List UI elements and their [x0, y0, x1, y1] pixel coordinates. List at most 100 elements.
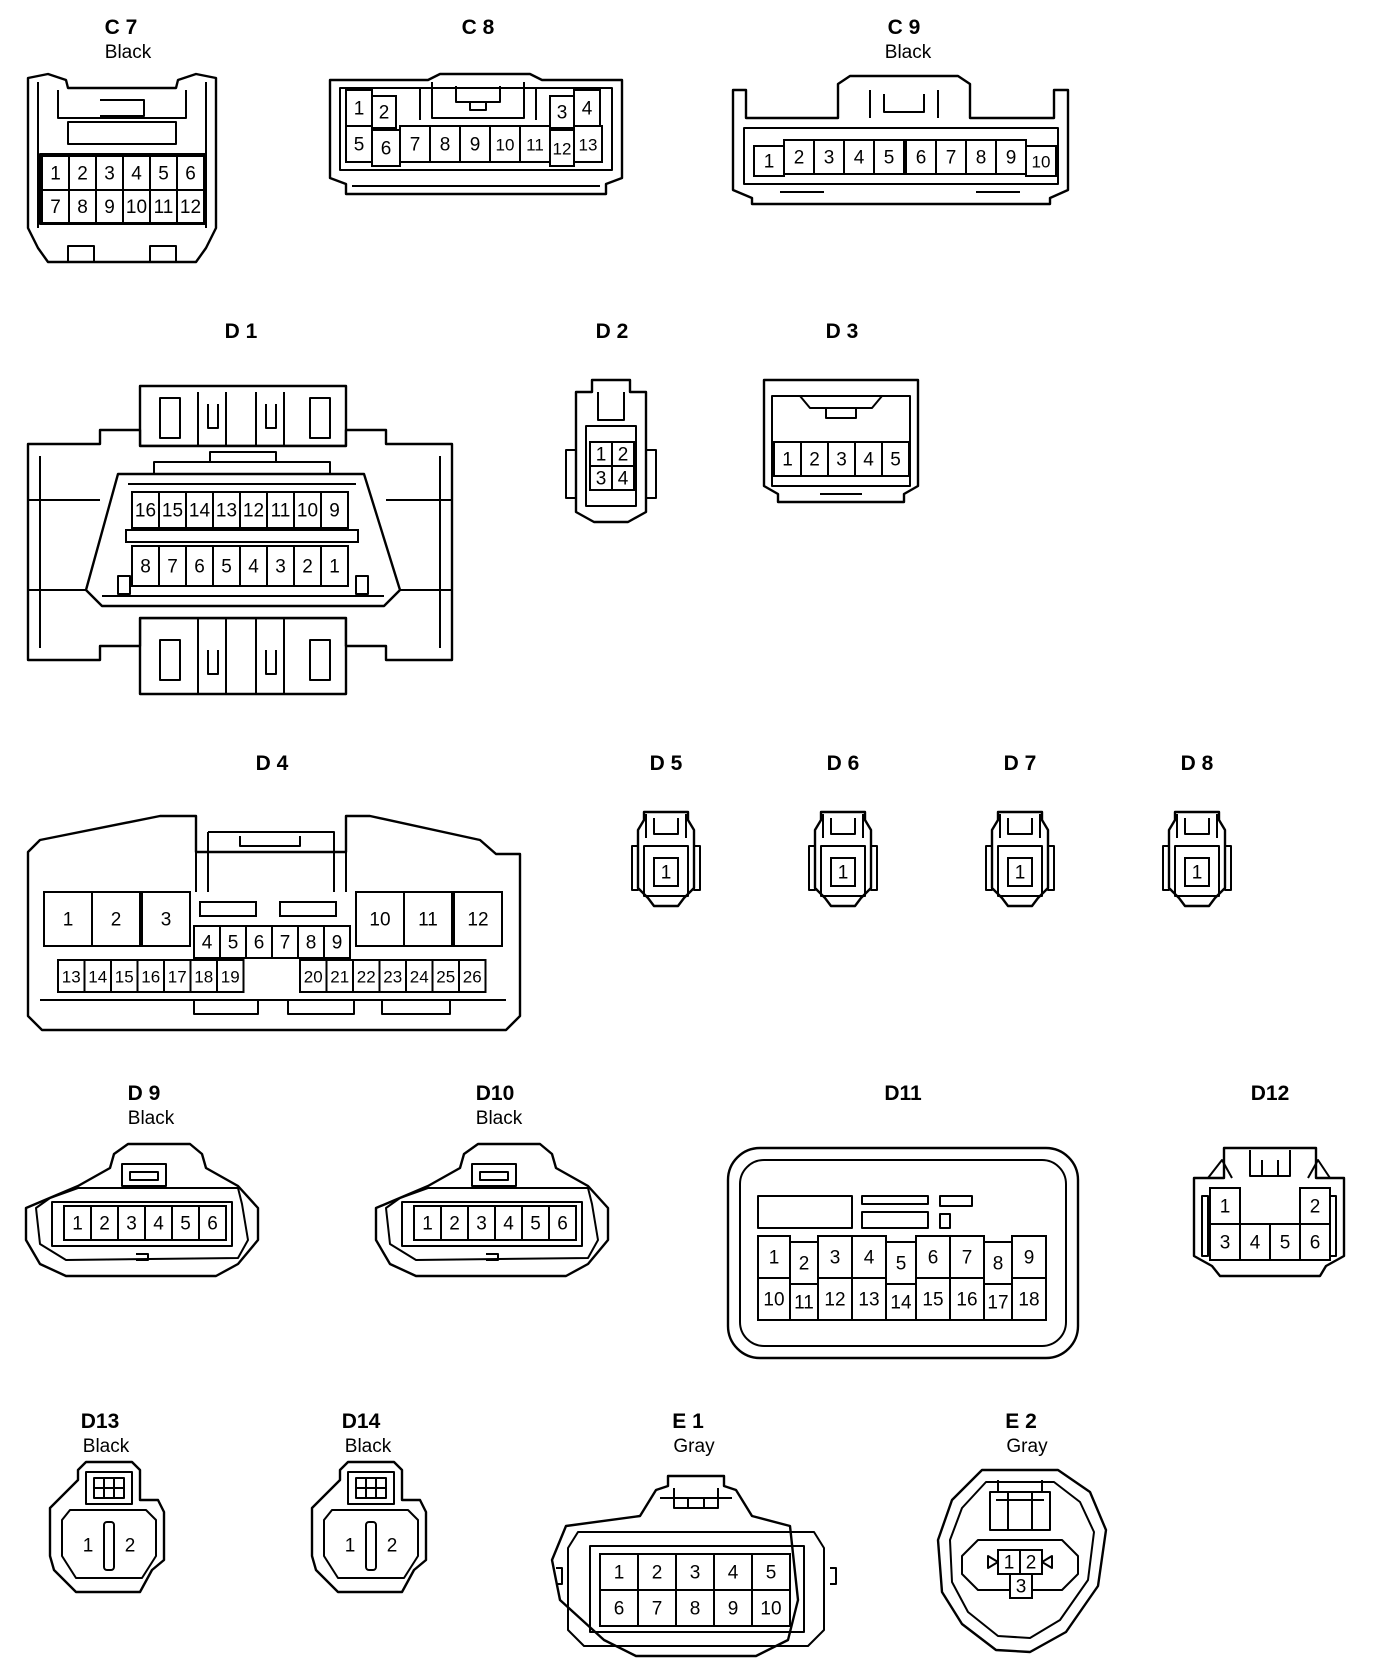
pin-number: 1: [661, 863, 672, 884]
pin-cell: 14: [185, 491, 214, 529]
pin-cell: 11: [266, 491, 295, 529]
pin-number: 16: [956, 1290, 977, 1311]
pin-number: 1: [1192, 863, 1203, 884]
pin-cell: 1: [1007, 857, 1033, 887]
pin-cell: 4: [573, 89, 601, 127]
pin-number: 3: [476, 1214, 487, 1235]
pin-number: 4: [131, 164, 142, 185]
pin-number: 17: [168, 968, 187, 987]
pin-cell: 15: [915, 1277, 951, 1321]
pin-cell: 3: [1009, 1573, 1033, 1599]
pin-number: 5: [766, 1563, 777, 1584]
pin-number: 9: [104, 197, 115, 218]
pin-cell: 6: [371, 129, 401, 167]
pin-box: [949, 1235, 985, 1279]
pin-number: 4: [618, 469, 629, 490]
pin-number: 3: [830, 1248, 841, 1269]
pin-number: 8: [306, 933, 317, 954]
pin-box: [573, 89, 601, 127]
pin-cell: 8: [965, 139, 997, 175]
pin-number: 12: [824, 1290, 845, 1311]
connector-label: E 1: [672, 1410, 704, 1433]
pin-box: [1209, 1223, 1241, 1261]
pin-box: [489, 125, 521, 163]
pin-number: 17: [987, 1293, 1008, 1314]
pin-box: [413, 1205, 442, 1241]
pin-cell: 10: [355, 891, 405, 947]
pin-cell: 4: [239, 545, 268, 587]
pin-number: 2: [618, 445, 629, 466]
pin-cell: 1: [41, 155, 70, 191]
pin-number: 1: [1220, 1197, 1231, 1218]
pin-number: 10: [496, 136, 515, 155]
connector-label: D 1: [225, 320, 258, 343]
pin-cell: 12: [239, 491, 268, 529]
pin-cell: 2: [293, 545, 322, 587]
pin-cell: 4: [122, 155, 151, 191]
pin-cell: 25: [431, 959, 460, 993]
pin-box: [813, 139, 845, 175]
pin-number: 15: [162, 501, 183, 522]
pin-cell: 2: [800, 441, 829, 477]
pin-box: [43, 891, 93, 947]
pin-cell: 4: [851, 1235, 887, 1279]
pin-number: 2: [794, 148, 805, 169]
connector-color: Black: [105, 42, 152, 63]
pin-box: [63, 1205, 92, 1241]
pin-box: [458, 959, 487, 993]
pin-number: 3: [275, 557, 286, 578]
pin-box: [144, 1205, 173, 1241]
pin-box: [1184, 857, 1210, 887]
pin-number: 5: [228, 933, 239, 954]
pin-number: 6: [557, 1214, 568, 1235]
pin-cell: 13: [212, 491, 241, 529]
pin-cell: 1: [589, 441, 613, 467]
pin-box: [1011, 1277, 1047, 1321]
pin-number: 2: [99, 1214, 110, 1235]
pin-number: 3: [836, 450, 847, 471]
pin-number: 14: [890, 1293, 912, 1314]
pin-number: 15: [115, 968, 134, 987]
pin-number: 2: [302, 557, 313, 578]
pin-number: 4: [582, 99, 593, 120]
pin-box: [753, 145, 785, 177]
pin-box: [459, 125, 491, 163]
pin-box: [783, 139, 815, 175]
pin-number: 11: [794, 1293, 814, 1314]
pin-number: 9: [332, 933, 343, 954]
pin-number: 13: [579, 136, 598, 155]
connector-label: D10: [476, 1082, 515, 1105]
pin-cell: 2: [90, 1205, 119, 1241]
pin-box: [95, 189, 124, 224]
pin-cell: 5: [212, 545, 241, 587]
pin-number: 5: [180, 1214, 191, 1235]
pin-number: 9: [1024, 1248, 1035, 1269]
pin-number: 16: [135, 501, 156, 522]
pin-number: 12: [467, 910, 488, 931]
pin-number: 7: [50, 197, 61, 218]
pin-box: [176, 189, 205, 224]
pin-number: 8: [77, 197, 88, 218]
pin-cell: 16: [131, 491, 160, 529]
pin-number: 9: [728, 1599, 739, 1620]
pin-cell: 12: [453, 891, 503, 947]
pin-number: 5: [530, 1214, 541, 1235]
pin-cell: 8: [429, 125, 461, 163]
pin-box: [68, 189, 97, 224]
pin-cell: 1: [997, 1549, 1021, 1575]
pin-cell: 6: [185, 545, 214, 587]
pin-cell: 5: [149, 155, 178, 191]
pin-number: 5: [890, 450, 901, 471]
pin-number: 1: [769, 1248, 780, 1269]
pin-cell: 24: [405, 959, 434, 993]
pin-cell: 4: [843, 139, 875, 175]
pin-cell: 1: [773, 441, 802, 477]
pin-cell: 9: [95, 189, 124, 224]
pin-number: 24: [410, 968, 429, 987]
pin-box: [1025, 145, 1057, 177]
pin-number: 2: [799, 1254, 810, 1275]
pin-number: 3: [161, 910, 172, 931]
